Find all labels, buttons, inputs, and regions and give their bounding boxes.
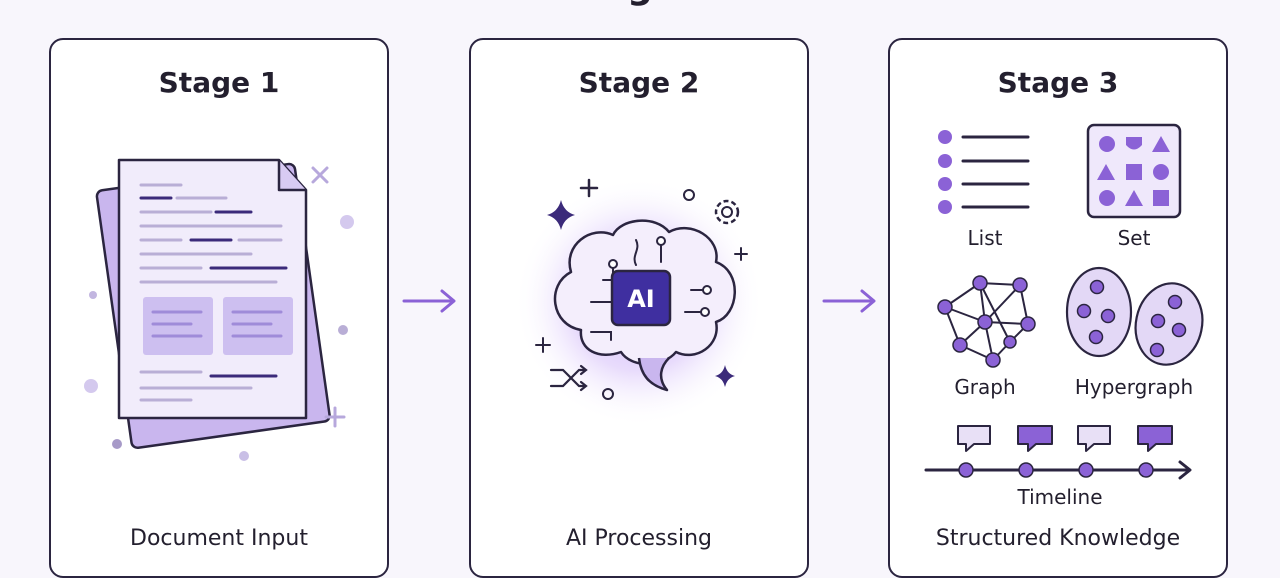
timeline-icon <box>924 425 1192 480</box>
sparkle-icon <box>547 200 575 230</box>
stage-2-card: Stage 2 AI <box>469 38 809 578</box>
diagram-title-fragment: g <box>0 0 1280 7</box>
stage-2-caption: AI Processing <box>565 526 712 551</box>
stage-3-title: Stage 3 <box>997 66 1119 99</box>
hypergraph-icon <box>1065 266 1204 366</box>
stage-1-card: Stage 1 <box>49 38 389 578</box>
arrow-right-icon <box>822 289 876 313</box>
shuffle-icon <box>549 364 588 392</box>
graph-icon <box>937 275 1036 368</box>
set-label: Set <box>1117 226 1151 250</box>
speech-bubble-icon <box>957 425 1173 452</box>
stage-1-caption: Document Input <box>130 526 308 551</box>
stage-1-title: Stage 1 <box>158 66 280 99</box>
hypergraph-label: Hypergraph <box>1074 375 1194 399</box>
list-icon <box>938 130 1030 214</box>
gear-icon <box>714 199 740 225</box>
stage-3-caption: Structured Knowledge <box>935 526 1181 551</box>
ai-chip-label: AI <box>627 285 655 313</box>
document-icon <box>84 158 354 461</box>
shapes-set-icon <box>1086 123 1182 219</box>
arrow-right-icon <box>402 289 456 313</box>
brain-icon: AI <box>514 177 764 427</box>
list-label: List <box>967 226 1003 250</box>
stage-2-title: Stage 2 <box>578 66 700 99</box>
graph-label: Graph <box>954 375 1016 399</box>
stage-3-card: Stage 3 <box>888 38 1228 578</box>
timeline-label: Timeline <box>1017 485 1103 509</box>
